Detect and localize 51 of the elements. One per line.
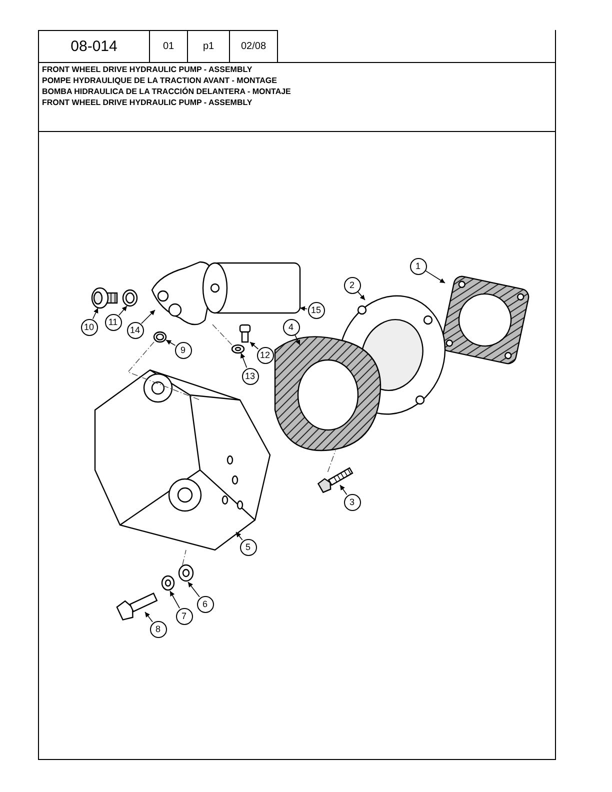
callout-number: 3	[344, 494, 360, 510]
seal-ring-drawing	[122, 289, 138, 307]
leader-line	[425, 270, 446, 284]
leader-line	[300, 306, 308, 312]
leader-line	[118, 306, 128, 316]
washer-drawing	[231, 344, 245, 354]
title-text: FRONT WHEEL DRIVE HYDRAULIC PUMP - ASSEMBLY	[42, 65, 252, 74]
assembly-line	[212, 324, 232, 346]
leader-line	[340, 484, 348, 496]
gasket-drawing	[274, 336, 382, 452]
washer-drawing	[178, 564, 194, 582]
assembly-line	[327, 450, 336, 472]
leader-line	[92, 308, 98, 320]
title-text: POMPE HYDRAULIQUE DE LA TRACTION AVANT - MONTAGE	[42, 76, 277, 85]
leader-line	[188, 582, 200, 598]
plug-drawing	[91, 287, 118, 309]
leader-line	[294, 334, 300, 346]
assembly-line	[127, 342, 200, 400]
callout-number: 2	[344, 276, 360, 294]
bolt-drawing	[317, 467, 354, 494]
callout-number: 15	[308, 302, 324, 318]
o-ring-drawing	[153, 331, 167, 343]
leader-line	[170, 590, 180, 609]
title-text: FRONT WHEEL DRIVE HYDRAULIC PUMP - ASSEMBLY	[42, 98, 252, 107]
callout-number: 10	[80, 318, 98, 336]
leader-line	[166, 340, 176, 346]
bolt-drawing	[116, 592, 158, 620]
leader-line	[358, 291, 366, 300]
leader-line	[250, 342, 259, 350]
header-cell: 02/08	[229, 30, 278, 63]
callout-number: 6	[196, 596, 214, 612]
screw-drawing	[239, 324, 251, 343]
callout-number: 9	[174, 342, 192, 358]
callout-number: 7	[176, 608, 192, 624]
callout-number: 5	[240, 538, 256, 556]
callout-number: 1	[410, 258, 426, 274]
title-text: BOMBA HIDRAULICA DE LA TRACCIÓN DELANTERA - MONTAJE	[42, 87, 291, 96]
callout-number: 13	[242, 368, 258, 384]
leader-line	[236, 532, 243, 540]
leader-line	[140, 310, 156, 324]
callout-number: 14	[126, 322, 144, 338]
leader-line	[144, 612, 153, 622]
callout-number: 11	[104, 314, 122, 330]
filter-cartridge-drawing	[202, 262, 301, 314]
callout-number: 8	[150, 620, 166, 638]
washer-drawing	[161, 575, 175, 591]
leader-line	[240, 352, 248, 368]
assembly-line	[182, 550, 186, 566]
pump-drawing	[94, 369, 271, 551]
callout-number: 4	[282, 318, 300, 336]
callout-number: 12	[256, 346, 274, 364]
